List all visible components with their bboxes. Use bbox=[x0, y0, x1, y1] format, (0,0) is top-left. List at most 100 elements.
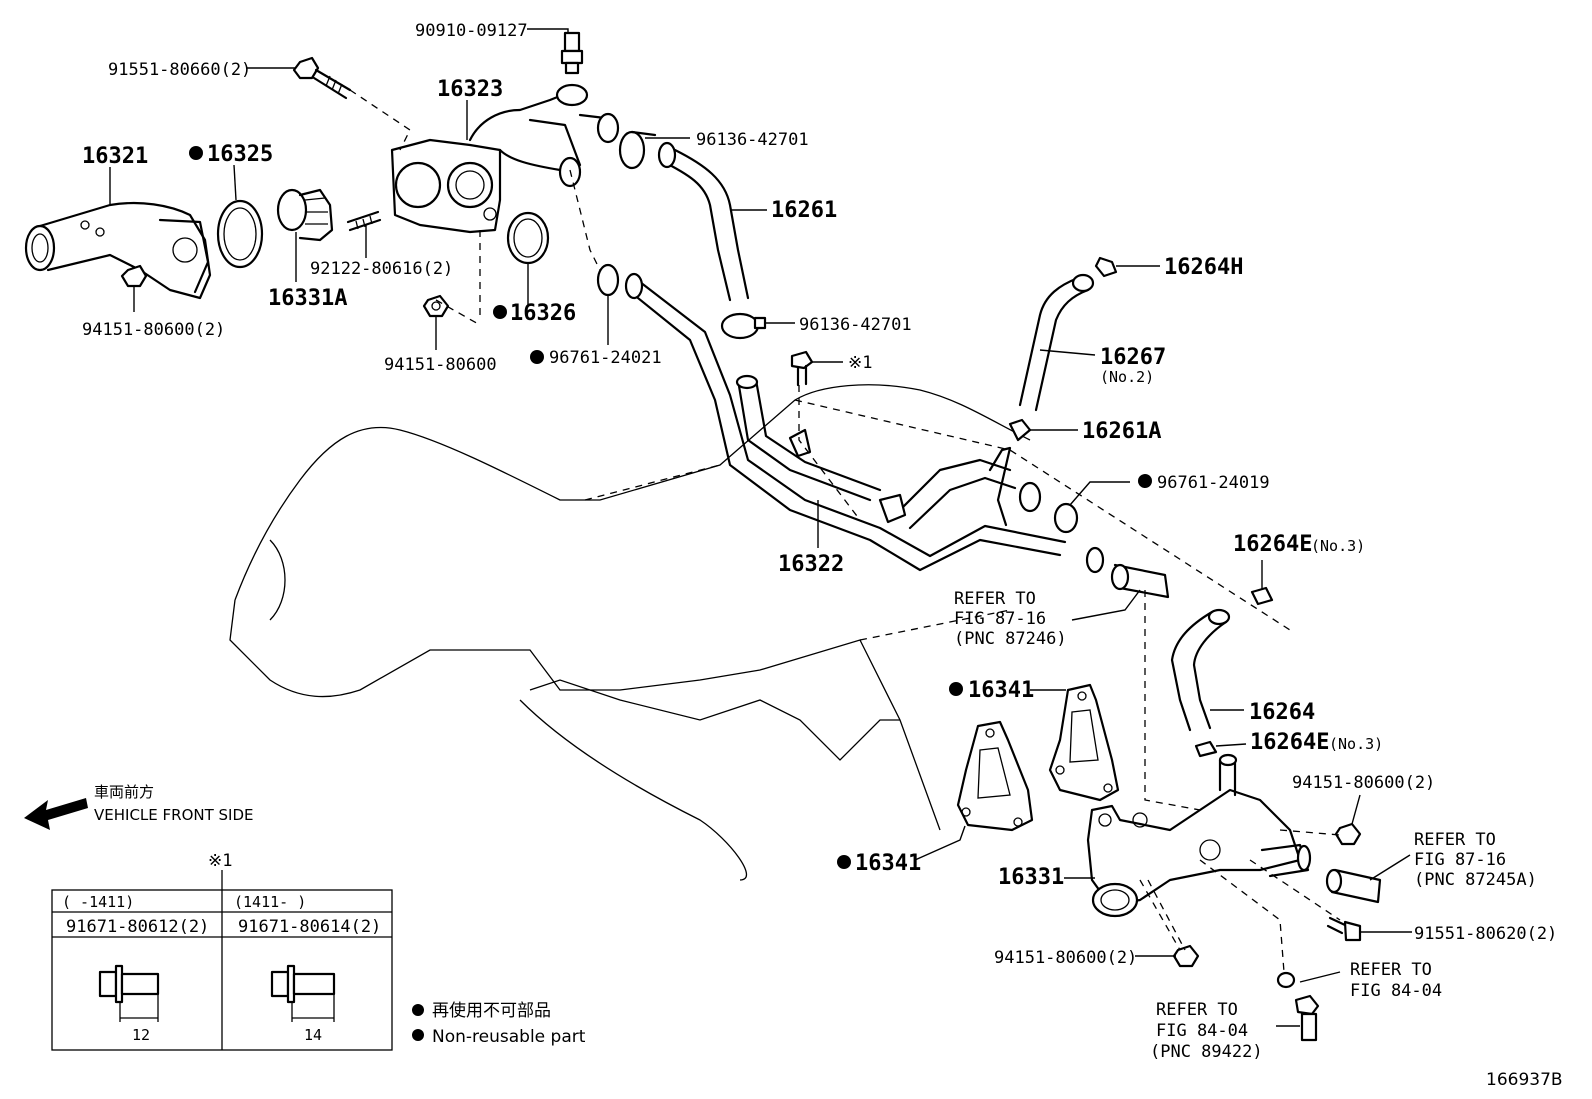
non-reusable-dot bbox=[837, 855, 851, 869]
vehicle-front-indicator: 車両前方 VEHICLE FRONT SIDE bbox=[24, 783, 254, 830]
thermostat-16331A bbox=[276, 188, 334, 242]
nut-94151-c bbox=[1334, 822, 1362, 846]
label-16331: 16331 bbox=[998, 865, 1064, 890]
label-96136-42701-a: 96136-42701 bbox=[696, 130, 809, 150]
table-col1-range: ( -1411) bbox=[62, 893, 134, 911]
gasket-16326 bbox=[506, 211, 550, 265]
label-16264E-a: 16264E bbox=[1233, 532, 1312, 557]
refer-87245A-line2: FIG 87-16 bbox=[1414, 850, 1506, 870]
guide-lines bbox=[349, 89, 1341, 973]
refer-87246-line2: FIG 87-16 bbox=[954, 609, 1046, 629]
label-ref1-marker: ※1 bbox=[848, 353, 872, 373]
refer-84-04-line1: REFER TO bbox=[1350, 960, 1432, 980]
figure-id: 166937B bbox=[1486, 1070, 1563, 1090]
clip-16261A bbox=[1008, 418, 1032, 442]
bolt-12mm-drawing bbox=[98, 964, 160, 1022]
hose-stub-87245A bbox=[1325, 868, 1382, 904]
label-16321: 16321 bbox=[82, 144, 148, 169]
label-91551-80660: 91551-80660(2) bbox=[108, 60, 251, 80]
refer-89422-line2: FIG 84-04 bbox=[1156, 1021, 1248, 1041]
table-col2-range: (1411- ) bbox=[234, 893, 306, 911]
nut-94151-d bbox=[1172, 944, 1200, 968]
bolt-91551-80660 bbox=[292, 56, 352, 100]
label-90910-09127: 90910-09127 bbox=[415, 21, 528, 41]
clip-16264E-b bbox=[1194, 740, 1218, 758]
refer-87246-line1: REFER TO bbox=[954, 589, 1036, 609]
water-outlet-16323 bbox=[390, 83, 620, 234]
refer-84-04-line2: FIG 84-04 bbox=[1350, 981, 1442, 1001]
label-94151-80600-2b: 94151-80600(2) bbox=[1292, 773, 1435, 793]
hose-16261 bbox=[657, 141, 750, 302]
label-16341-a: 16341 bbox=[968, 678, 1034, 703]
legend: 再使用不可部品 Non-reusable part bbox=[412, 1000, 586, 1047]
label-16326: 16326 bbox=[510, 301, 576, 326]
bypass-pipe-16322 bbox=[624, 272, 1105, 574]
stud-92122 bbox=[346, 210, 382, 232]
washer-fig84-04 bbox=[1276, 971, 1296, 989]
front-arrow-icon bbox=[24, 798, 88, 830]
table-col1-part: 91671-80612(2) bbox=[66, 917, 209, 937]
sensor-90910 bbox=[560, 31, 584, 75]
label-16267: 16267 bbox=[1100, 345, 1166, 370]
legend-jp: 再使用不可部品 bbox=[432, 1000, 551, 1021]
water-inlet-16331 bbox=[1086, 753, 1312, 918]
label-96761-24021: 96761-24021 bbox=[549, 348, 662, 368]
nut-94151-a bbox=[120, 264, 148, 288]
clip-16264E-a bbox=[1250, 586, 1274, 606]
label-92122-80616: 92122-80616(2) bbox=[310, 259, 453, 279]
vehicle-front-en: VEHICLE FRONT SIDE bbox=[94, 806, 254, 824]
hose-stub-87246 bbox=[1110, 563, 1170, 599]
label-16323: 16323 bbox=[437, 77, 503, 102]
bolt-14mm-drawing bbox=[270, 964, 336, 1022]
bolt-91551-80620 bbox=[1326, 916, 1362, 942]
legend-en: Non-reusable part bbox=[432, 1027, 586, 1047]
refer-89422-line3: (PNC 89422) bbox=[1150, 1042, 1263, 1062]
clamp-96136-b bbox=[720, 312, 767, 340]
refer-89422-line1: REFER TO bbox=[1156, 1000, 1238, 1020]
label-16261A: 16261A bbox=[1082, 419, 1161, 444]
clamp-96136-a bbox=[618, 130, 657, 170]
refer-labels: REFER TO FIG 87-16 (PNC 87246) REFER TO … bbox=[954, 589, 1537, 1062]
vehicle-front-jp: 車両前方 bbox=[94, 783, 154, 801]
non-reusable-dot bbox=[493, 305, 507, 319]
ring-96761-24019 bbox=[1053, 502, 1079, 534]
label-16264: 16264 bbox=[1249, 700, 1315, 725]
table-col1-dim: 12 bbox=[132, 1026, 150, 1044]
label-16322: 16322 bbox=[778, 552, 844, 577]
nut-94151-b bbox=[422, 294, 450, 318]
refer-87245A-line3: (PNC 87245A) bbox=[1414, 870, 1537, 890]
label-96136-42701-b: 96136-42701 bbox=[799, 315, 912, 335]
bolt-ref1 bbox=[790, 350, 814, 387]
hose-16267 bbox=[1018, 273, 1095, 412]
part-labels: 90910-09127 91551-80660(2) 16323 16321 1… bbox=[82, 21, 1557, 968]
refer-87245A-line1: REFER TO bbox=[1414, 830, 1496, 850]
label-16264E-a-sub: (No.3) bbox=[1311, 537, 1365, 555]
label-16264H: 16264H bbox=[1164, 255, 1243, 280]
legend-dot-icon bbox=[412, 1004, 424, 1016]
label-16331A: 16331A bbox=[268, 286, 347, 311]
refer-87246-line3: (PNC 87246) bbox=[954, 629, 1067, 649]
legend-dot-icon bbox=[412, 1029, 424, 1041]
engine-block-outline bbox=[229, 384, 1291, 881]
label-16264E-b-sub: (No.3) bbox=[1329, 735, 1383, 753]
label-91551-80620: 91551-80620(2) bbox=[1414, 924, 1557, 944]
non-reusable-dot bbox=[530, 350, 544, 364]
label-16267-sub: (No.2) bbox=[1100, 368, 1154, 386]
clip-16264H bbox=[1094, 256, 1118, 278]
sensor-89422 bbox=[1294, 994, 1320, 1042]
water-inlet-pipe-16321 bbox=[24, 201, 212, 300]
label-16261: 16261 bbox=[771, 198, 837, 223]
gasket-16341-a bbox=[1048, 683, 1120, 802]
gasket-16325 bbox=[216, 199, 264, 269]
label-16341-b: 16341 bbox=[855, 851, 921, 876]
non-reusable-dot bbox=[949, 682, 963, 696]
leader-lines bbox=[109, 28, 1412, 1027]
gasket-16341-b bbox=[956, 720, 1034, 832]
label-96761-24019: 96761-24019 bbox=[1157, 473, 1270, 493]
label-94151-80600-2a: 94151-80600(2) bbox=[82, 320, 225, 340]
hose-16264 bbox=[1170, 608, 1231, 732]
ring-96761-24021 bbox=[596, 263, 620, 297]
label-16264E-b: 16264E bbox=[1250, 730, 1329, 755]
